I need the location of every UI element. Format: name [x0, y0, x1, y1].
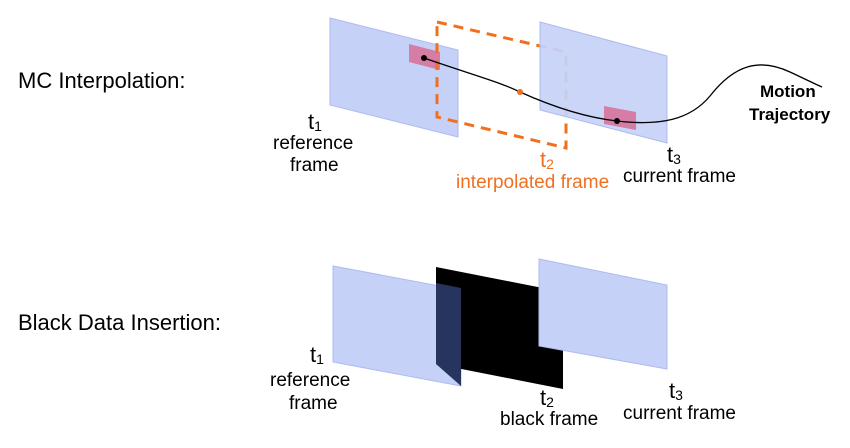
bdi-t1-line2: frame [289, 393, 338, 414]
mc-t3-line1: current frame [623, 166, 736, 187]
trajectory-label: Trajectory [749, 105, 831, 124]
mc-t1-line1: reference [273, 133, 353, 154]
mc-interpolated-frame [435, 20, 568, 150]
mc-current-frame [539, 21, 668, 144]
bdi-t1-label: t1 [310, 342, 324, 367]
mc-t2-line1: interpolated frame [456, 172, 609, 193]
bdi-t2-line1: black frame [500, 409, 598, 430]
mc-t1-line2: frame [290, 155, 339, 176]
bdi-title: Black Data Insertion: [18, 310, 221, 335]
motion-trajectory-curve [423, 57, 823, 124]
trajectory-mid-dot [517, 89, 523, 95]
mc-interpolation-title: MC Interpolation: [18, 68, 186, 93]
mc-t3-label: t3 [667, 142, 681, 167]
mc-current-block [604, 106, 636, 130]
mc-t2-label: t2 [540, 147, 554, 172]
trajectory-start-dot [421, 55, 427, 61]
bdi-black-frame [436, 267, 563, 389]
bdi-current-frame [538, 258, 668, 370]
bdi-t3-line1: current frame [623, 403, 736, 424]
trajectory-end-dot [614, 118, 620, 124]
mc-t1-label: t1 [308, 109, 322, 134]
bdi-t1-line1: reference [270, 370, 350, 391]
bdi-t2-label: t2 [540, 385, 554, 410]
bdi-overlap-region [436, 283, 461, 386]
motion-label: Motion [760, 82, 816, 101]
bdi-t3-label: t3 [669, 378, 683, 403]
mc-reference-frame [329, 17, 459, 138]
